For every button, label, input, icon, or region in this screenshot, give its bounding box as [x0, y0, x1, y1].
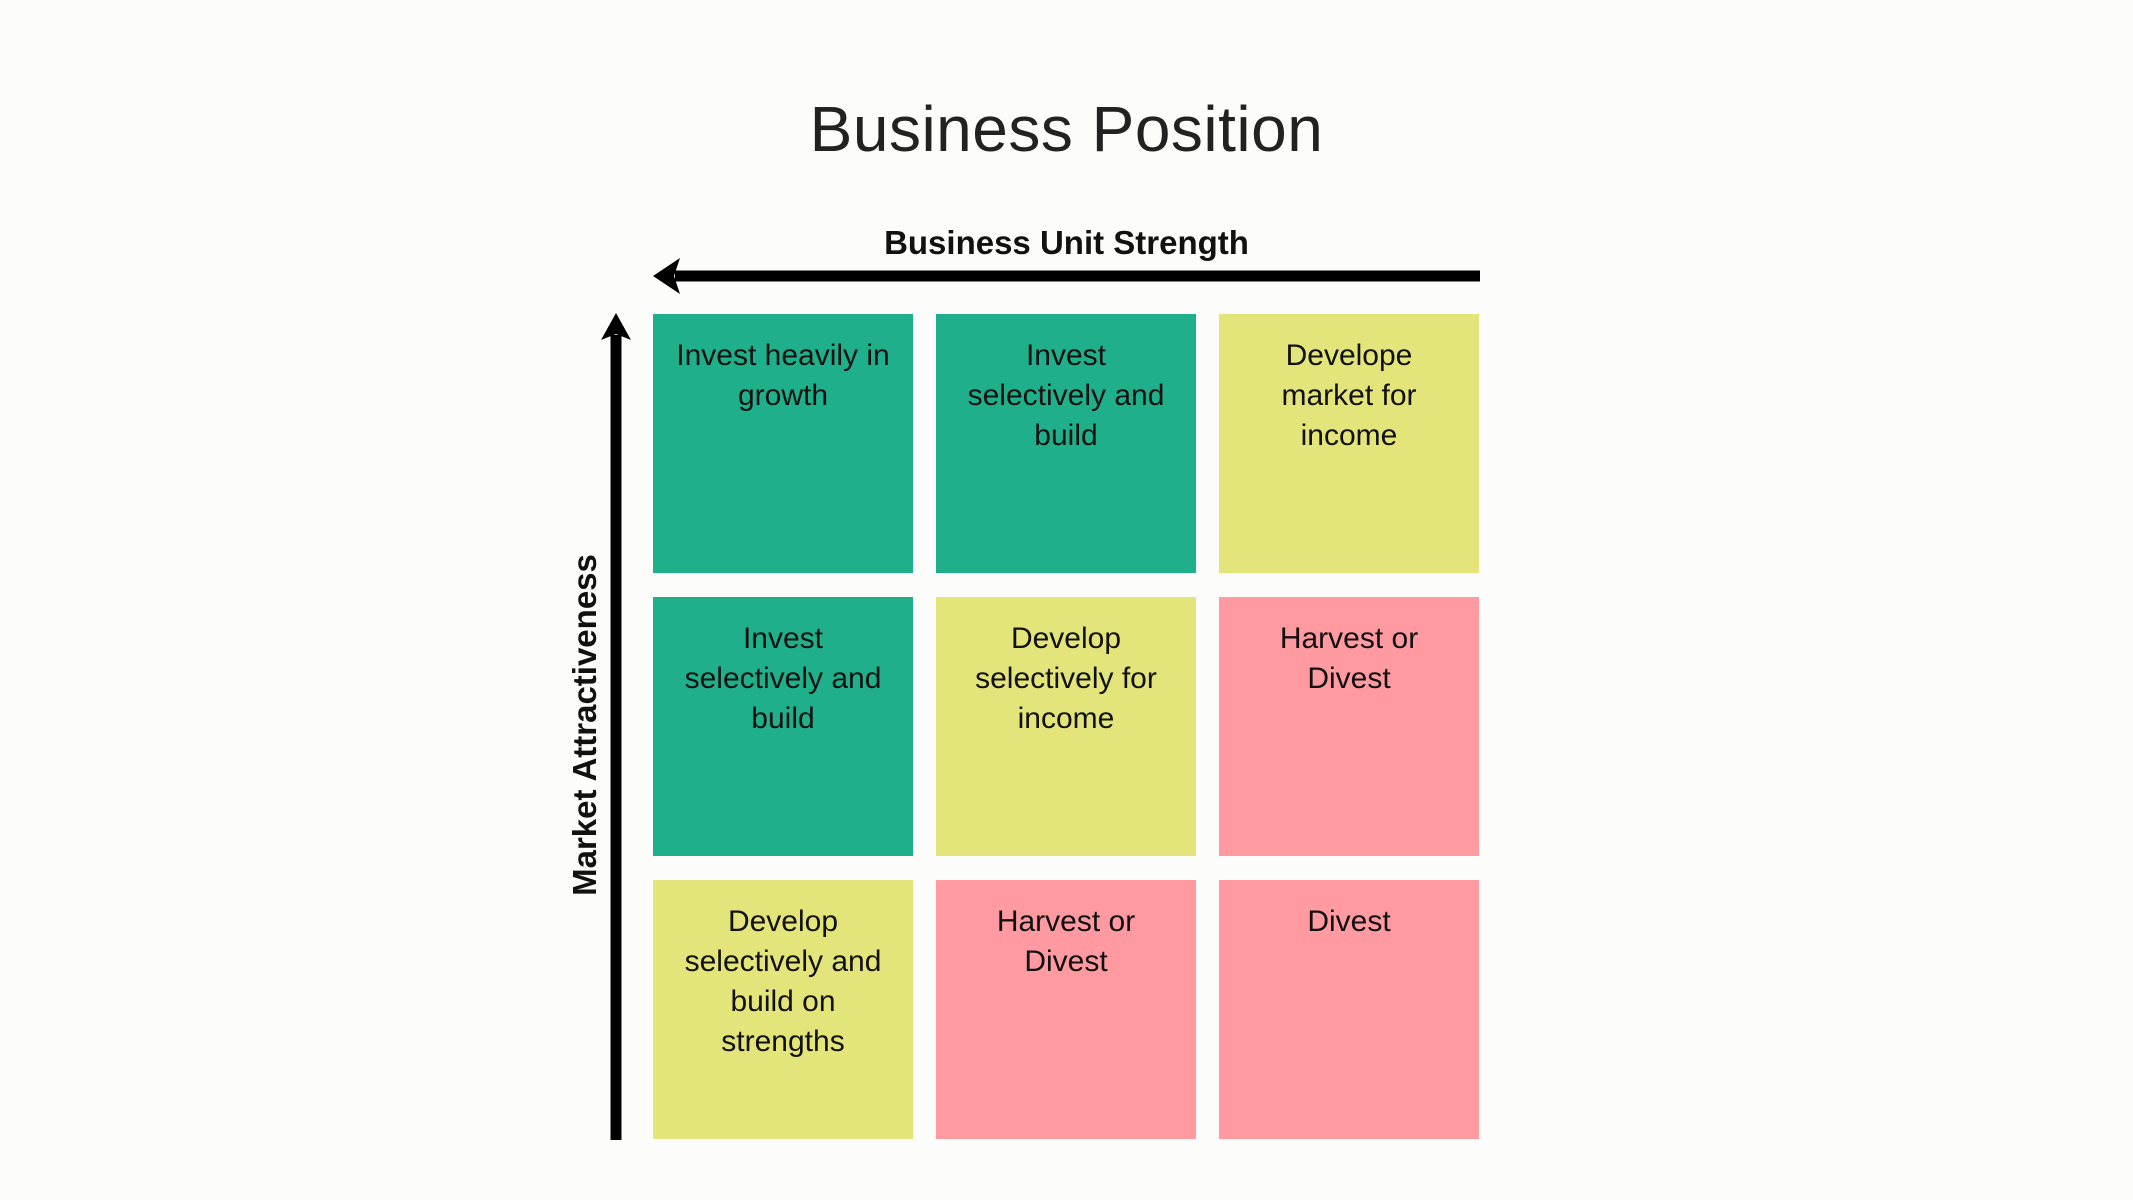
cell-text: Develop selectively and build on strengt…	[684, 905, 882, 1058]
cell-high-medium: Invest selectively and build	[936, 314, 1196, 573]
cell-text: Develope market for income	[1281, 339, 1417, 452]
cell-high-weak: Develope market for income	[1219, 314, 1479, 573]
cell-medium-weak: Harvest or Divest	[1219, 597, 1479, 856]
cell-medium-strong: Invest selectively and build	[653, 597, 913, 856]
x-axis-arrow	[653, 258, 1480, 294]
cell-low-strong: Develop selectively and build on strengt…	[653, 880, 913, 1139]
cell-text: Invest selectively and build	[684, 622, 882, 735]
cell-text: Harvest or Divest	[996, 905, 1136, 978]
cell-medium-medium: Develop selectively for income	[936, 597, 1196, 856]
cell-text: Divest	[1307, 905, 1391, 938]
y-axis-arrow	[601, 313, 631, 1140]
cell-low-weak: Divest	[1219, 880, 1479, 1139]
cell-text: Invest heavily in growth	[676, 339, 890, 412]
cell-low-medium: Harvest or Divest	[936, 880, 1196, 1139]
cell-text: Develop selectively for income	[975, 622, 1157, 735]
cell-high-strong: Invest heavily in growth	[653, 314, 913, 573]
cell-text: Invest selectively and build	[967, 339, 1165, 452]
diagram-title: Business Position	[809, 93, 1324, 165]
x-axis-label: Business Unit Strength	[884, 224, 1249, 261]
cell-text: Harvest or Divest	[1279, 622, 1419, 695]
